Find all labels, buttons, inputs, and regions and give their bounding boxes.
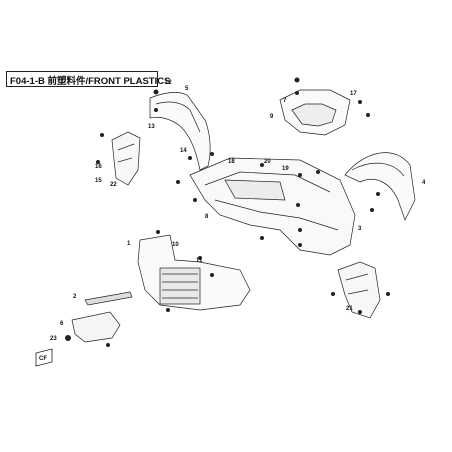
- left-mud-guard: [111, 131, 141, 186]
- callout-15: 15: [95, 178, 102, 184]
- diagram-title: F04-1-B 前塑料件/FRONT PLASTICS: [10, 76, 171, 87]
- callout-11: 11: [196, 258, 203, 264]
- brand-logo-text: CF: [39, 356, 47, 362]
- callout-18: 18: [228, 159, 235, 165]
- callout-3: 3: [358, 226, 362, 232]
- callout-8: 8: [205, 214, 209, 220]
- callout-16: 16: [95, 164, 102, 170]
- callout-13: 13: [148, 124, 155, 130]
- callout-21: 21: [346, 306, 353, 312]
- callout-2: 2: [73, 294, 77, 300]
- right-mud-guard: [337, 261, 381, 319]
- callout-10: 10: [172, 242, 179, 248]
- callout-5: 5: [185, 86, 189, 92]
- callout-14: 14: [180, 148, 187, 154]
- callout-19: 19: [282, 166, 289, 172]
- front-grille: [159, 267, 201, 305]
- callout-9: 9: [270, 114, 274, 120]
- diagram-title-box: F04-1-B 前塑料件/FRONT PLASTICS: [6, 71, 170, 87]
- callout-7: 7: [283, 98, 287, 104]
- left-front-fender: [149, 92, 211, 171]
- callout-20: 20: [264, 159, 271, 165]
- callout-22: 22: [110, 182, 117, 188]
- brand-logo: CF: [35, 348, 53, 367]
- skid-strip: [84, 291, 133, 306]
- callout-12: 12: [165, 80, 172, 86]
- right-front-fender: [344, 152, 416, 221]
- callout-4: 4: [422, 180, 426, 186]
- lower-bracket: [71, 311, 121, 343]
- callout-1: 1: [127, 241, 131, 247]
- callout-17: 17: [350, 91, 357, 97]
- front-body-panel: [189, 157, 356, 256]
- callout-6: 6: [60, 321, 64, 327]
- callout-23: 23: [50, 336, 57, 342]
